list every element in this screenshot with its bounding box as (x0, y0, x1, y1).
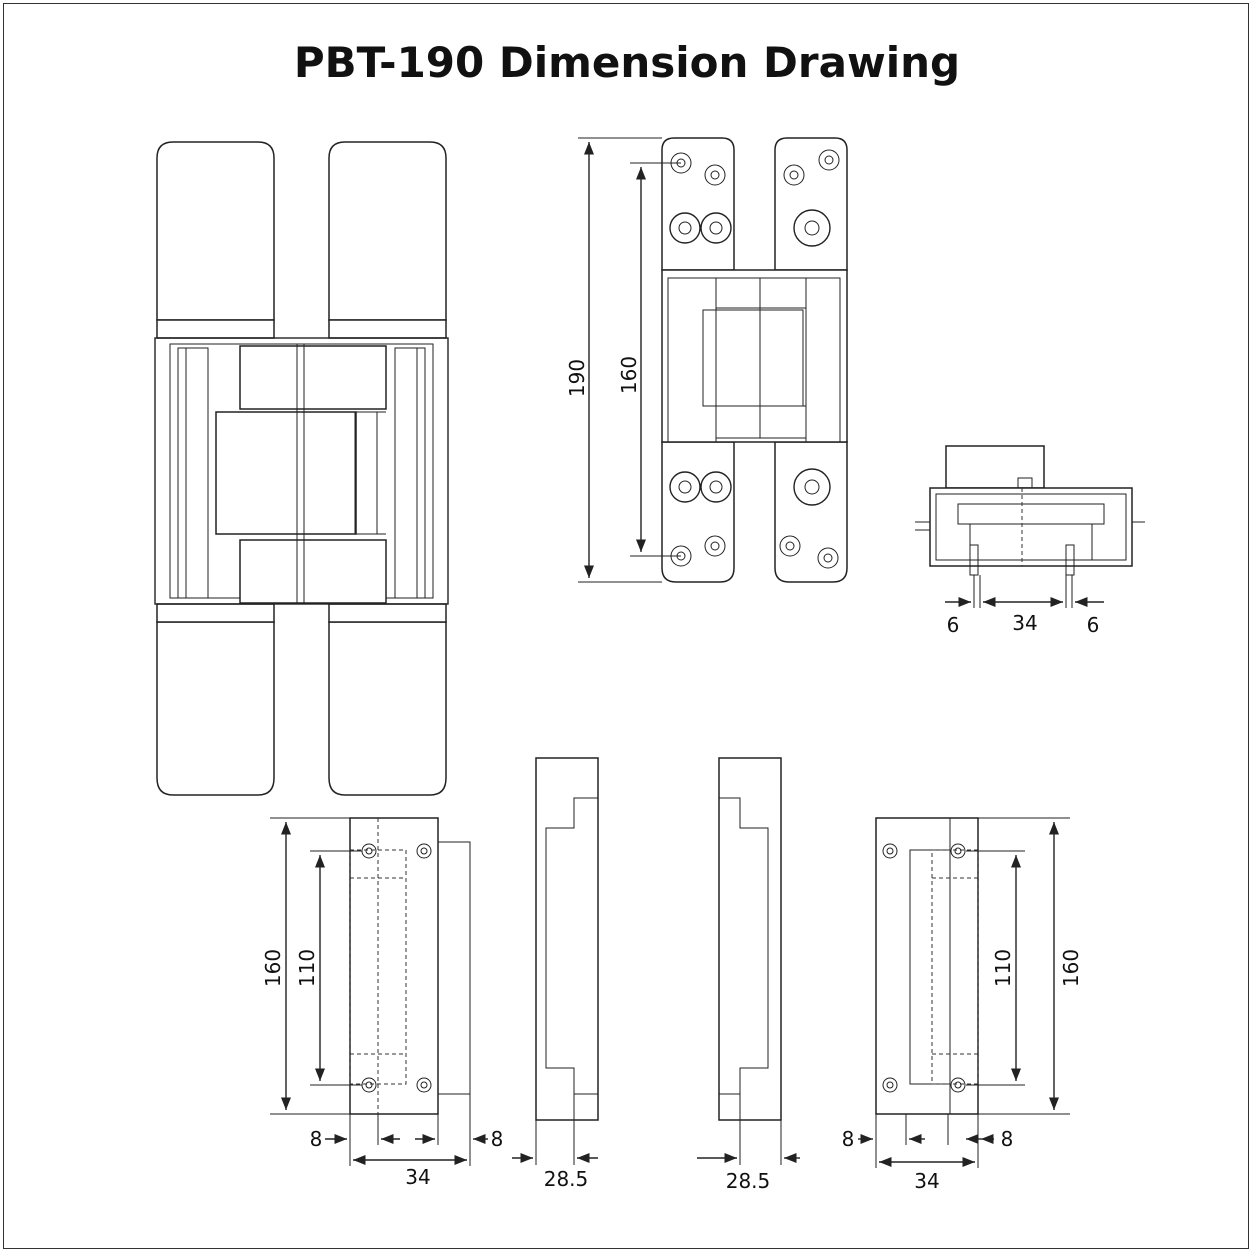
mortise-right-left-offset: 8 (842, 1127, 855, 1151)
mortise-left-right-offset: 8 (491, 1127, 504, 1151)
profile-right-depth: 28.5 (726, 1169, 771, 1193)
dim-front-total-height: 190 (565, 359, 589, 397)
profile-left-depth: 28.5 (544, 1167, 589, 1191)
mortise-left-hole-spacing: 110 (295, 949, 319, 987)
mortise-right-view: 110 160 8 8 34 (842, 817, 1083, 1193)
mortise-left-left-offset: 8 (310, 1127, 323, 1151)
dim-side-left-offset: 6 (947, 613, 960, 637)
mortise-left-width: 34 (405, 1165, 430, 1189)
mortise-right-hole-spacing: 110 (991, 949, 1015, 987)
dim-front-hole-spacing: 160 (617, 356, 641, 394)
page-title: PBT-190 Dimension Drawing (293, 38, 961, 87)
hinge-perspective-view (154, 141, 449, 796)
screw-hole-icon (670, 149, 840, 569)
adjustment-cam-icon (669, 209, 831, 506)
profile-right-view: 28.5 (697, 757, 800, 1193)
mortise-right-width: 34 (914, 1169, 939, 1193)
profile-left-view: 28.5 (512, 757, 599, 1191)
mortise-left-height: 160 (261, 949, 285, 987)
hinge-front-view: 190 160 (565, 137, 848, 583)
mortise-right-right-offset: 8 (1001, 1127, 1014, 1151)
mortise-right-height: 160 (1059, 949, 1083, 987)
hinge-side-view: 6 34 6 (915, 445, 1145, 637)
drawing-frame (3, 3, 1249, 1249)
mortise-left-view: 160 110 8 8 34 (261, 817, 504, 1189)
dim-side-body-width: 34 (1012, 611, 1037, 635)
dim-side-right-offset: 6 (1087, 613, 1100, 637)
